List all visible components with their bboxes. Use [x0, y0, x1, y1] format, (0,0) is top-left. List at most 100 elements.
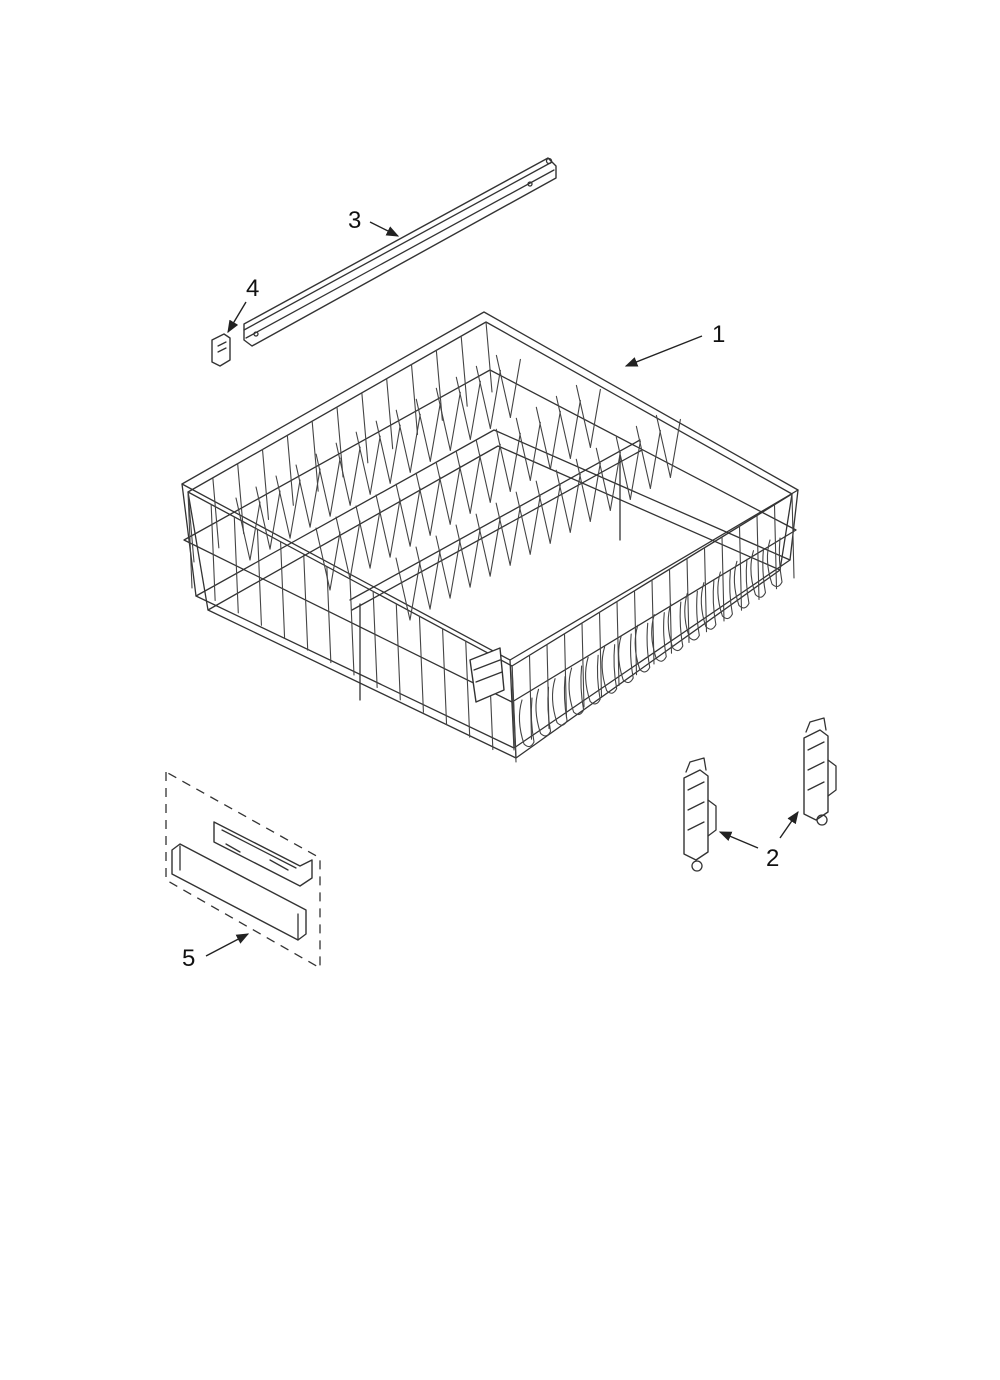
callout-5: 5: [182, 945, 195, 972]
rack-wire: [756, 514, 760, 601]
rack-wire: [581, 622, 585, 708]
rack-wire: [668, 568, 673, 654]
leader-2b: [779, 810, 799, 839]
rack-wire: [429, 476, 441, 536]
rack-wire: [289, 479, 301, 539]
rack-wire-loop: [651, 612, 667, 662]
rack-wire: [569, 399, 581, 459]
rack-wire: [475, 513, 491, 577]
rack-wire: [187, 491, 193, 589]
rack-wire: [555, 395, 571, 459]
rack-wire-loop: [766, 537, 783, 588]
rack-wire: [415, 398, 431, 462]
rack-wire: [469, 528, 481, 588]
rack-wire: [335, 516, 351, 580]
rack-wire: [355, 505, 371, 569]
rack-wire: [269, 490, 281, 550]
rack-wire: [455, 450, 471, 514]
rack-wire: [326, 566, 332, 664]
rack-wire: [549, 410, 561, 470]
rack-wire: [349, 446, 361, 506]
rack-wire: [455, 376, 471, 440]
rack-wire: [429, 402, 441, 462]
rack-wire: [315, 453, 331, 517]
rack-wire: [655, 414, 671, 478]
rack-wire: [311, 420, 319, 492]
rack-wire: [435, 535, 451, 599]
rack-wire: [349, 578, 355, 676]
rack-wire: [515, 417, 531, 481]
rack-wire: [336, 406, 344, 478]
rack-wire: [616, 600, 620, 687]
rack-wire: [315, 527, 331, 591]
rack-wire: [529, 421, 541, 481]
rack-wire: [389, 498, 401, 558]
rack-wire: [465, 640, 471, 738]
rack-wire: [329, 457, 341, 517]
rack-wire: [210, 503, 216, 601]
rack-wire: [563, 633, 568, 719]
rack-wire: [235, 497, 251, 561]
rack-wire: [361, 392, 369, 464]
rack-wire: [303, 553, 309, 651]
rack-wire: [442, 628, 448, 726]
rack-wire: [187, 491, 195, 563]
rack-wire-loop: [717, 569, 733, 620]
rack-wire: [495, 502, 511, 566]
rack-wire: [395, 557, 411, 621]
rack-wire: [410, 363, 419, 436]
rack-wire: [435, 387, 451, 451]
rack-wire-loop: [667, 601, 684, 652]
part-handle-kit: [165, 770, 321, 970]
rack-wire: [528, 654, 533, 740]
rack-wire-loop: [518, 697, 535, 748]
leader-5: [205, 933, 250, 957]
rack-wire: [589, 388, 601, 448]
rack-wire: [460, 335, 468, 407]
rack-wire: [595, 447, 611, 511]
rack-wire: [449, 465, 461, 525]
rack-wire: [515, 491, 531, 555]
rack-wire: [555, 469, 571, 533]
callout-4: 4: [246, 275, 259, 302]
rack-wire: [409, 487, 421, 547]
rack-wire: [237, 463, 245, 535]
rack-wire: [372, 590, 378, 688]
rack-wire: [389, 424, 401, 484]
rack-wire-loop: [750, 548, 767, 598]
rack-wire-loop: [535, 686, 552, 737]
rack-wire: [495, 428, 511, 492]
rack-wire-loop: [700, 580, 717, 630]
leader-4: [227, 301, 247, 334]
rack-wire: [535, 406, 551, 470]
rack-wire: [329, 531, 341, 591]
rack-wire: [275, 475, 291, 539]
rack-wire-loop: [585, 654, 601, 705]
rack-wire: [435, 461, 451, 525]
rack-wire: [261, 448, 270, 521]
part-dish-rack: [181, 311, 799, 763]
rack-wire: [615, 436, 631, 500]
rack-wire: [469, 380, 481, 440]
rack-wire: [529, 495, 541, 555]
rack-wire: [703, 547, 708, 633]
callout-2: 2: [766, 845, 779, 872]
rack-wire: [669, 418, 681, 478]
rack-wire: [686, 557, 690, 644]
rack-wire: [295, 464, 311, 528]
rack-wire: [485, 321, 493, 393]
rack-wire: [649, 429, 661, 489]
rack-wire: [598, 611, 603, 697]
rack-wire: [233, 516, 239, 614]
rack-wire: [791, 493, 795, 579]
rack-wire: [395, 409, 411, 473]
rack-wire: [449, 539, 461, 599]
rack-wire: [395, 603, 401, 701]
rack-wire-loop: [634, 622, 651, 673]
rack-wire: [489, 443, 501, 503]
rack-wire-loop: [568, 665, 585, 716]
rack-wire: [375, 494, 391, 558]
leader-3: [369, 221, 400, 237]
rack-wire: [738, 525, 743, 611]
rack-wire: [509, 358, 521, 418]
